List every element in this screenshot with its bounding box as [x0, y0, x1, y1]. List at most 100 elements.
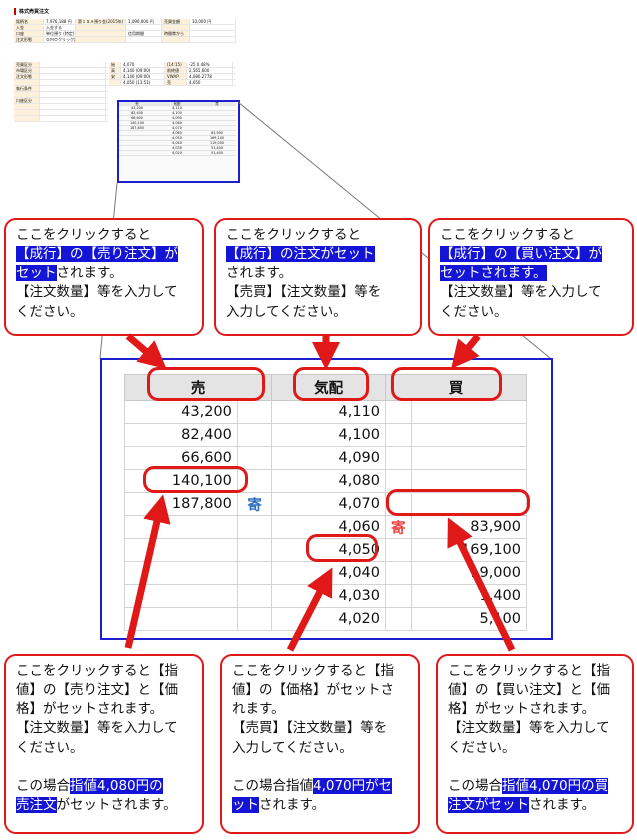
- mini-form-label: 執行条件: [14, 86, 40, 91]
- buy-qty-cell[interactable]: 169,100: [410, 538, 527, 562]
- mini-board-cell: 43,200: [131, 106, 143, 110]
- sell-mark-cell: [236, 607, 273, 631]
- mini-board-cell: 4,110: [172, 106, 182, 110]
- mini-info-row: 注文形態ＧＭＯクリック証券: [14, 37, 236, 43]
- callout-line: されます。: [259, 796, 326, 813]
- callout-limit-buy: ここをクリックすると【指 値】の【買い注文】と【価 格】がセットされます。 【注…: [436, 654, 634, 834]
- mini-board-cell: 51,400: [211, 146, 223, 150]
- mini-board-cell: 119,000: [209, 141, 225, 145]
- mini-title: 株式売買注文: [14, 8, 236, 15]
- mini-info-cell: 注文形態: [14, 37, 44, 42]
- mini-quote-cell: 売: [165, 80, 187, 85]
- buy-qty-cell[interactable]: 83,900: [410, 515, 527, 539]
- callout-line: ここをクリックすると【指: [16, 663, 178, 679]
- mini-form-label: [14, 110, 40, 115]
- sell-qty-cell[interactable]: [124, 607, 238, 631]
- buy-mark-cell: [385, 538, 412, 562]
- sell-qty-cell[interactable]: [124, 561, 238, 585]
- mini-quote-cell: (14:15): [165, 62, 187, 67]
- callout-market-order: ここをクリックすると 【成行】の注文がセット されます。 【売買】【注文数量】等…: [214, 218, 422, 336]
- mini-info-cell: [76, 25, 126, 30]
- price-cell[interactable]: 4,080: [271, 469, 386, 493]
- mini-info-cell: [126, 37, 162, 42]
- callout-line: されます。: [56, 265, 123, 282]
- mini-form-label: [14, 80, 40, 85]
- mini-quote-cell: 4,050: [187, 80, 233, 85]
- sell-qty-cell[interactable]: [124, 584, 238, 608]
- buy-qty-cell[interactable]: 1,400: [410, 584, 527, 608]
- market-buy-mark[interactable]: 寄: [385, 515, 412, 539]
- sell-qty-cell[interactable]: 82,400: [124, 423, 238, 447]
- mini-quote-cell: 4,070: [121, 62, 165, 67]
- mini-form-row: 売買区分: [14, 62, 108, 68]
- mini-info-cell: 売買金額: [162, 19, 190, 24]
- price-cell[interactable]: 4,090: [271, 446, 386, 470]
- callout-line: ください。: [440, 303, 508, 320]
- mini-form-value: [40, 104, 106, 109]
- mini-info-cell: [126, 25, 162, 30]
- mini-form-row: 注文形態: [14, 74, 108, 80]
- mini-form-label: 口座区分: [14, 98, 40, 103]
- sell-mark-cell: [236, 561, 273, 585]
- sell-qty-cell[interactable]: [124, 538, 238, 562]
- callout-line: 入力してください。: [226, 303, 347, 320]
- buy-qty-cell[interactable]: [410, 400, 527, 424]
- mini-form-value: [40, 110, 106, 115]
- buy-qty-cell[interactable]: 19,000: [410, 561, 527, 585]
- callout-line: 値】の【買い注文】と【価: [448, 682, 610, 699]
- callout-highlight: 指値4,070円の買: [502, 777, 609, 794]
- header-buy[interactable]: 買: [385, 374, 527, 401]
- callout-line: ここをクリックすると: [16, 227, 151, 243]
- callout-line: 入力してください。: [232, 739, 353, 756]
- callout-line: ここをクリックすると【指: [448, 663, 610, 679]
- callout-market-buy: ここをクリックすると 【成行】の【買い注文】が セットされます。 【注文数量】等…: [428, 218, 634, 336]
- price-cell[interactable]: 4,070: [271, 492, 386, 516]
- mini-order-form: 売買区分市場区分注文形態執行条件口座区分: [14, 62, 108, 122]
- mini-info-cell: 信用期間: [126, 31, 162, 36]
- mini-quote-cell: 始: [109, 62, 121, 67]
- callout-line: 【注文数量】等を入力して: [448, 720, 610, 737]
- callout-highlight: セット: [16, 265, 57, 282]
- price-cell[interactable]: 4,020: [271, 607, 386, 631]
- sell-qty-cell[interactable]: [124, 515, 238, 539]
- sell-qty-cell[interactable]: 43,200: [124, 400, 238, 424]
- callout-highlight: 4,070円がセ: [313, 777, 393, 794]
- callout-limit-sell: ここをクリックすると【指 値】の【売り注文】と【価 格】がセットされます。 【注…: [4, 654, 204, 834]
- mini-info-cell: [190, 25, 236, 30]
- mini-form-label: [14, 116, 40, 121]
- sell-mark-cell: [236, 515, 273, 539]
- sell-qty-cell[interactable]: 140,100: [124, 469, 238, 493]
- mini-quote-cell: -25 0.48%: [187, 62, 233, 67]
- market-sell-mark[interactable]: 寄: [236, 492, 273, 516]
- mini-form-value: [40, 116, 106, 121]
- mini-board-cell: 4,040: [172, 141, 182, 145]
- mini-board-cell: 4,080: [172, 121, 182, 125]
- mini-form-value: [40, 92, 106, 97]
- buy-mark-cell: [385, 423, 412, 447]
- price-cell[interactable]: 4,100: [271, 423, 386, 447]
- buy-mark-cell: [385, 400, 412, 424]
- callout-highlight: 売注文: [16, 796, 57, 813]
- mini-board-cell: 66,600: [131, 116, 143, 120]
- price-cell[interactable]: 4,030: [271, 584, 386, 608]
- sell-mark-cell: [236, 423, 273, 447]
- callout-highlight: 【成行】の注文がセット: [226, 246, 375, 263]
- mini-board-row: 4,040 119,000: [117, 141, 236, 146]
- price-cell[interactable]: 4,110: [271, 400, 386, 424]
- callout-line: ここをクリックすると: [440, 227, 575, 243]
- mini-board-cell: 83,900: [211, 131, 223, 135]
- buy-qty-cell[interactable]: 5,100: [410, 607, 527, 631]
- mini-form-value: [40, 80, 106, 85]
- buy-qty-cell[interactable]: [410, 423, 527, 447]
- callout-highlight: 【成行】の【売り注文】が: [16, 246, 178, 263]
- sell-qty-cell[interactable]: 187,800: [124, 492, 238, 516]
- price-cell[interactable]: 4,040: [271, 561, 386, 585]
- mini-board-cell: 187,800: [129, 126, 145, 130]
- oval-header-sell: [147, 367, 265, 401]
- mini-quote-cell: 高: [109, 68, 121, 73]
- buy-qty-cell[interactable]: [410, 446, 527, 470]
- mini-form-row: [14, 104, 108, 110]
